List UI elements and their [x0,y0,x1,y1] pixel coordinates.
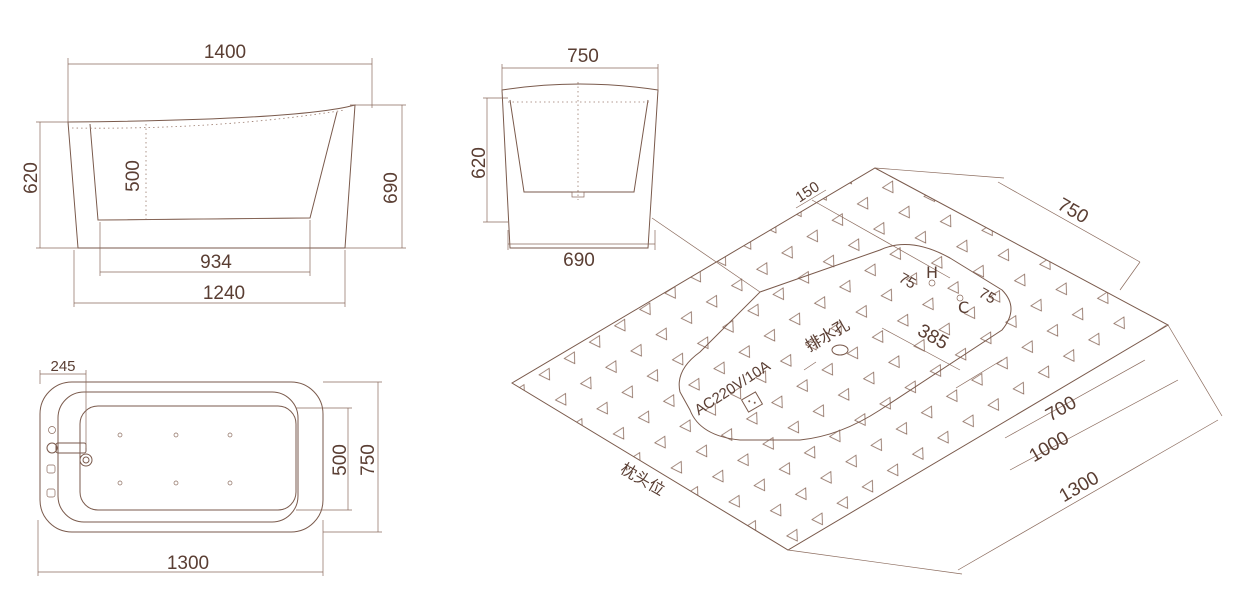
end-view-outline [501,83,659,249]
dim-end-690: 690 [563,250,595,271]
dim-side-690: 690 [381,172,402,204]
jet-nozzles [117,432,233,486]
dim-line-install-150 [795,189,827,209]
dim-side-620: 620 [21,162,42,194]
dim-plan-1300: 1300 [167,553,209,574]
label-cold: C [958,298,969,317]
dim-install-750: 750 [1054,194,1092,228]
floor-slab-hatch [512,168,1168,550]
drain-hole-icon [831,344,849,356]
plan-view-basin [79,405,297,511]
side-view-floor [97,217,311,221]
dim-side-1400: 1400 [204,42,246,63]
faucet-icon [46,442,93,467]
control-button-icon [46,464,56,474]
dim-side-934: 934 [200,252,232,273]
dim-line-install-1000 [1009,379,1179,471]
dim-install-75-h: 75 [896,270,919,293]
dim-line-install-1300 [957,419,1219,571]
side-view: 1400 620 500 690 934 1240 [21,42,406,307]
installation-view: H C 75 75 150 750 385 排水孔 AC220V/10A 700… [511,167,1223,575]
slab-divider [811,199,951,279]
plan-view-rim [57,391,299,523]
dim-end-620: 620 [469,147,490,179]
dim-install-700: 700 [1042,392,1080,426]
floor-cutout [678,244,1012,441]
control-knob-icon [48,426,56,434]
power-outlet-icon [740,391,764,413]
side-view-rim-dotted [71,109,346,129]
control-button-icon [46,488,56,498]
hot-pipe-icon [928,279,936,287]
dim-install-1300: 1300 [1056,468,1103,507]
dim-plan-500: 500 [330,444,351,476]
dim-line-install-385 [881,327,961,371]
label-hot: H [926,263,938,282]
cold-pipe-icon [956,294,964,302]
dim-side-500: 500 [123,160,144,192]
dim-line-install-750 [997,181,1141,263]
plan-view: 245 500 750 1300 [37,358,382,576]
end-view-inner [509,99,649,193]
dim-plan-750: 750 [358,444,379,476]
slab-divider [651,217,761,293]
dim-side-1240: 1240 [203,283,245,304]
side-view-outline [67,104,356,249]
dim-end-750: 750 [567,46,599,67]
drain-centerline [803,361,817,371]
slab-divider [955,359,1003,389]
dim-install-75-c: 75 [976,285,999,308]
dim-install-1000: 1000 [1026,428,1073,467]
end-view: 750 620 690 [469,46,659,271]
dim-line-install-700 [1004,359,1146,439]
dim-plan-245: 245 [50,358,75,375]
end-view-drain [571,191,585,198]
plan-view-outline [39,381,324,533]
